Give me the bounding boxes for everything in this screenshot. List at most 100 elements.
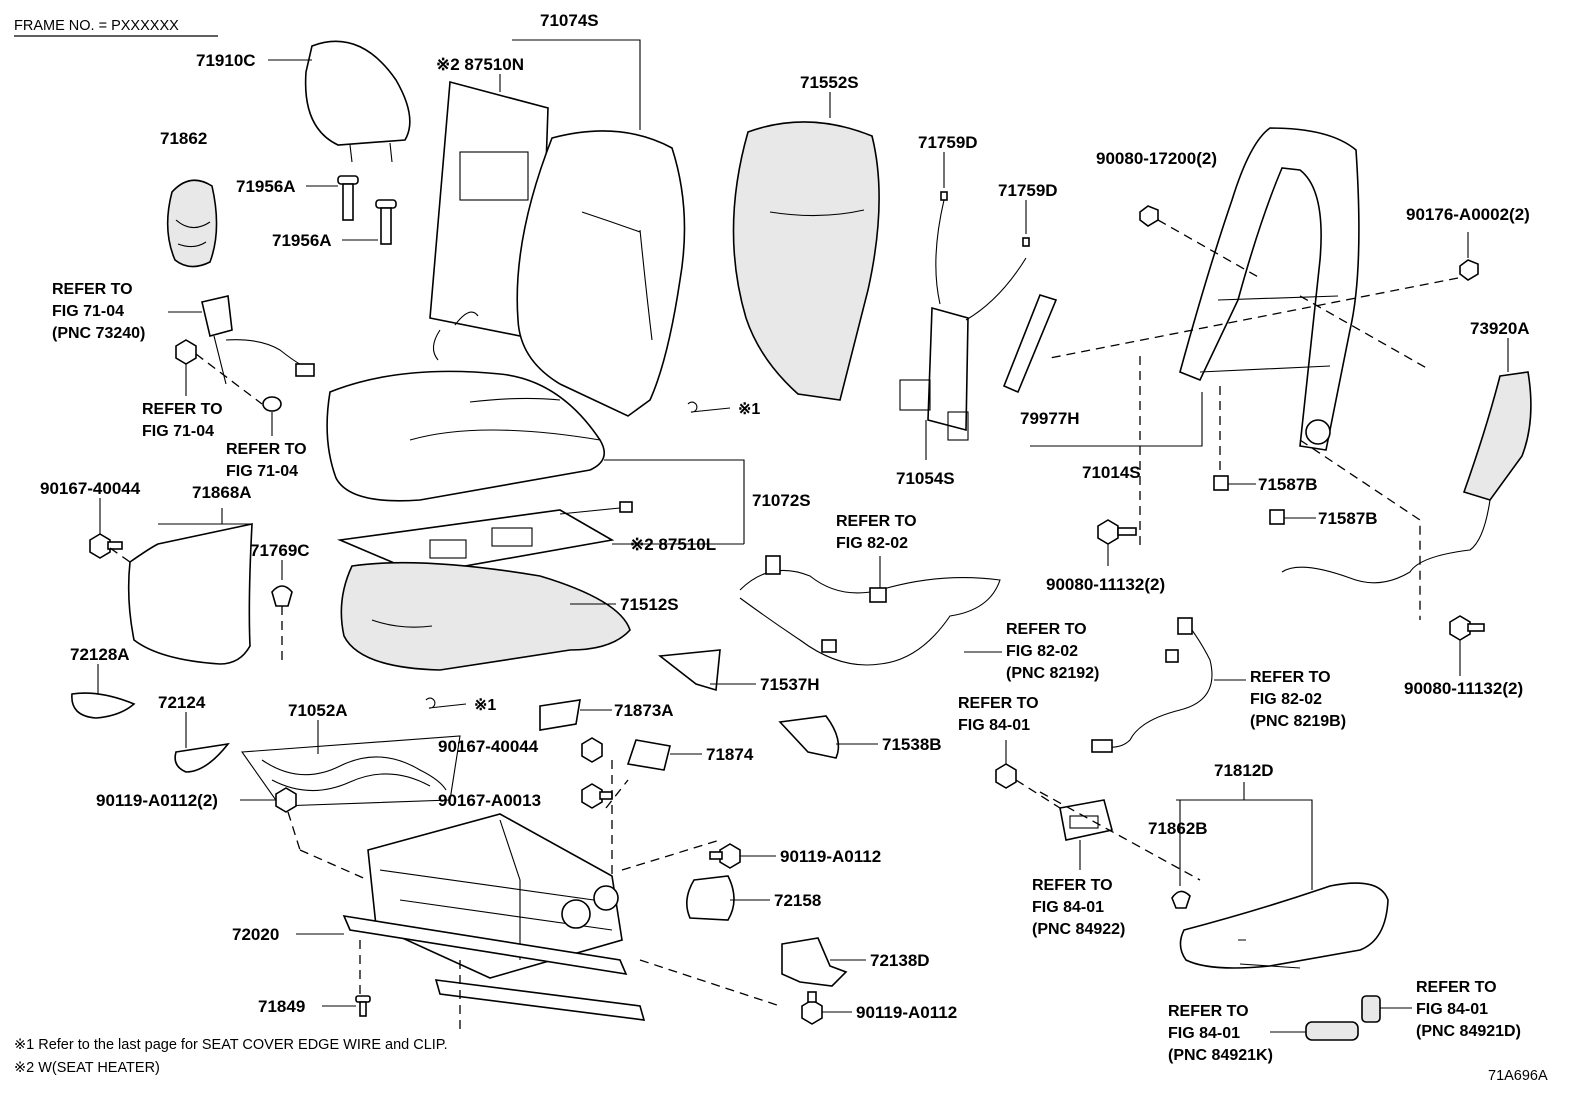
ref-fig-84-01-b[interactable]: REFER TO FIG 84-01 (PNC 84922): [1032, 877, 1125, 938]
seatback-frame-part[interactable]: [1179, 127, 1360, 451]
svg-text:FIG 82-02: FIG 82-02: [1006, 643, 1078, 660]
label-90119-A0112-2: 90119-A0112(2): [96, 791, 218, 810]
label-71587B-1: 71587B: [1258, 475, 1318, 494]
label-90167-A0013: 90167-A0013: [438, 791, 541, 810]
clip-71769C[interactable]: [271, 585, 293, 607]
svg-text:REFER TO: REFER TO: [142, 401, 223, 418]
seat-track-frame-part[interactable]: [342, 813, 646, 1021]
svg-text:REFER TO: REFER TO: [1032, 877, 1113, 894]
label-71868A: 71868A: [192, 483, 252, 502]
side-shield-part[interactable]: [127, 523, 253, 665]
buckle-washer[interactable]: [262, 396, 282, 412]
seatback-cover-part[interactable]: [732, 121, 880, 401]
label-87510L: ※2 87510L: [630, 535, 716, 554]
bolt-90080-11132-a[interactable]: [1097, 519, 1137, 545]
clip-mark-b: [425, 697, 467, 709]
seat-cushion-pad-part[interactable]: [340, 561, 631, 671]
dash-buckle: [195, 353, 263, 405]
bolt-90119-A0112-a[interactable]: [709, 843, 741, 869]
svg-text:FIG 84-01: FIG 84-01: [1416, 1001, 1488, 1018]
bolt-84-01[interactable]: [995, 763, 1017, 789]
svg-text:(PNC 82192): (PNC 82192): [1006, 665, 1099, 682]
headrest-part[interactable]: [304, 40, 411, 163]
nut-90176[interactable]: [1459, 259, 1479, 281]
knob-84921D[interactable]: [1361, 995, 1381, 1023]
bolt-90119-A0112-2[interactable]: [275, 787, 297, 813]
label-71862B: 71862B: [1148, 819, 1208, 838]
label-90167-40044-b: 90167-40044: [438, 737, 539, 756]
label-90080-11132-a: 90080-11132(2): [1046, 575, 1165, 594]
dash-switch-2: [1039, 791, 1201, 881]
clip-71587B-1[interactable]: [1213, 475, 1229, 491]
seat-spring-part[interactable]: [240, 735, 461, 807]
bolt-90119-A0112-b[interactable]: [801, 991, 823, 1025]
clip-71862B[interactable]: [1171, 890, 1191, 909]
cover-71538B[interactable]: [778, 715, 840, 759]
screw-90167-A0013[interactable]: [581, 783, 613, 809]
screw-90167-40044-b[interactable]: [581, 737, 603, 763]
ref-fig-82-02-a[interactable]: REFER TO FIG 82-02: [836, 513, 917, 552]
lumbar-support-part[interactable]: [899, 191, 1030, 441]
side-cover-71812D[interactable]: [1179, 882, 1389, 969]
pin-71849[interactable]: [355, 995, 371, 1017]
dash-frame-6: [1299, 439, 1421, 620]
leader-71014S: [1030, 392, 1203, 447]
label-71759D-2: 71759D: [998, 181, 1058, 200]
dash-track-6: [639, 959, 781, 1007]
label-90119-A0112-a: 90119-A0112: [780, 847, 881, 866]
seat-belt-buckle[interactable]: [201, 295, 315, 385]
cover-71537H[interactable]: [657, 649, 721, 692]
label-71849: 71849: [258, 997, 305, 1016]
cover-72138D[interactable]: [781, 937, 848, 987]
side-airbag-part[interactable]: [1281, 371, 1532, 584]
ref-fig-84-01-d[interactable]: REFER TO FIG 84-01 (PNC 84921D): [1416, 979, 1521, 1040]
svg-text:(PNC 84921K): (PNC 84921K): [1168, 1047, 1273, 1064]
seatback-cushion-part[interactable]: [516, 130, 686, 417]
nut-90080-17200[interactable]: [1139, 205, 1159, 227]
label-90176: 90176-A0002(2): [1406, 205, 1530, 224]
cover-72158[interactable]: [686, 875, 735, 921]
ref-fig-84-01-a[interactable]: REFER TO FIG 84-01: [958, 695, 1039, 734]
svg-text:REFER TO: REFER TO: [1250, 669, 1331, 686]
ref-fig-82-02-b[interactable]: REFER TO FIG 82-02 (PNC 82192): [1006, 621, 1099, 682]
ref-fig-82-02-c[interactable]: REFER TO FIG 82-02 (PNC 8219B): [1250, 669, 1346, 730]
ref-fig-71-04-belt[interactable]: REFER TO FIG 71-04 (PNC 73240): [52, 281, 145, 342]
knob-84921K[interactable]: [1305, 1021, 1359, 1041]
bolt-90080-11132-b[interactable]: [1449, 615, 1485, 641]
label-71537H: 71537H: [760, 675, 820, 694]
buckle-bolt[interactable]: [175, 339, 197, 365]
wire-harness-82192[interactable]: [739, 555, 1001, 666]
ref-fig-71-04-b[interactable]: REFER TO FIG 71-04: [226, 441, 307, 480]
headrest-support-lower[interactable]: [375, 199, 397, 245]
label-72128A: 72128A: [70, 645, 130, 664]
dash-spring-bolt: [287, 811, 301, 851]
bracket-71873A[interactable]: [539, 699, 581, 731]
seat-cushion-cover-part[interactable]: [326, 370, 606, 502]
clip-71587B-2[interactable]: [1269, 509, 1285, 525]
bracket-71874[interactable]: [626, 739, 671, 771]
screw-90167-40044-a[interactable]: [89, 533, 123, 559]
headrest-support-upper[interactable]: [337, 175, 359, 221]
note-mark-a: ※1: [738, 401, 760, 418]
headrest-cover-part[interactable]: [166, 179, 218, 268]
label-72124: 72124: [158, 693, 206, 712]
wire-harness-8219B[interactable]: [1091, 617, 1213, 753]
ref-fig-71-04-a[interactable]: REFER TO FIG 71-04: [142, 401, 223, 440]
dash-frame-5: [1299, 295, 1431, 371]
trim-72124[interactable]: [174, 742, 230, 773]
dash-track-7: [605, 779, 629, 809]
pad-part[interactable]: [1002, 294, 1058, 394]
seat-switch-84922[interactable]: [1059, 799, 1113, 841]
label-71956A-2: 71956A: [272, 231, 332, 250]
svg-text:FIG 71-04: FIG 71-04: [52, 303, 124, 320]
svg-text:(PNC 84921D): (PNC 84921D): [1416, 1023, 1521, 1040]
label-71054S: 71054S: [896, 469, 955, 488]
trim-72128A[interactable]: [71, 692, 136, 719]
label-71587B-2: 71587B: [1318, 509, 1378, 528]
note-mark-b: ※1: [474, 697, 496, 714]
footnote-1: ※1 Refer to the last page for SEAT COVER…: [14, 1037, 448, 1053]
clip-mark-a: [687, 401, 731, 413]
ref-fig-84-01-c[interactable]: REFER TO FIG 84-01 (PNC 84921K): [1168, 1003, 1273, 1064]
label-71538B: 71538B: [882, 735, 942, 754]
